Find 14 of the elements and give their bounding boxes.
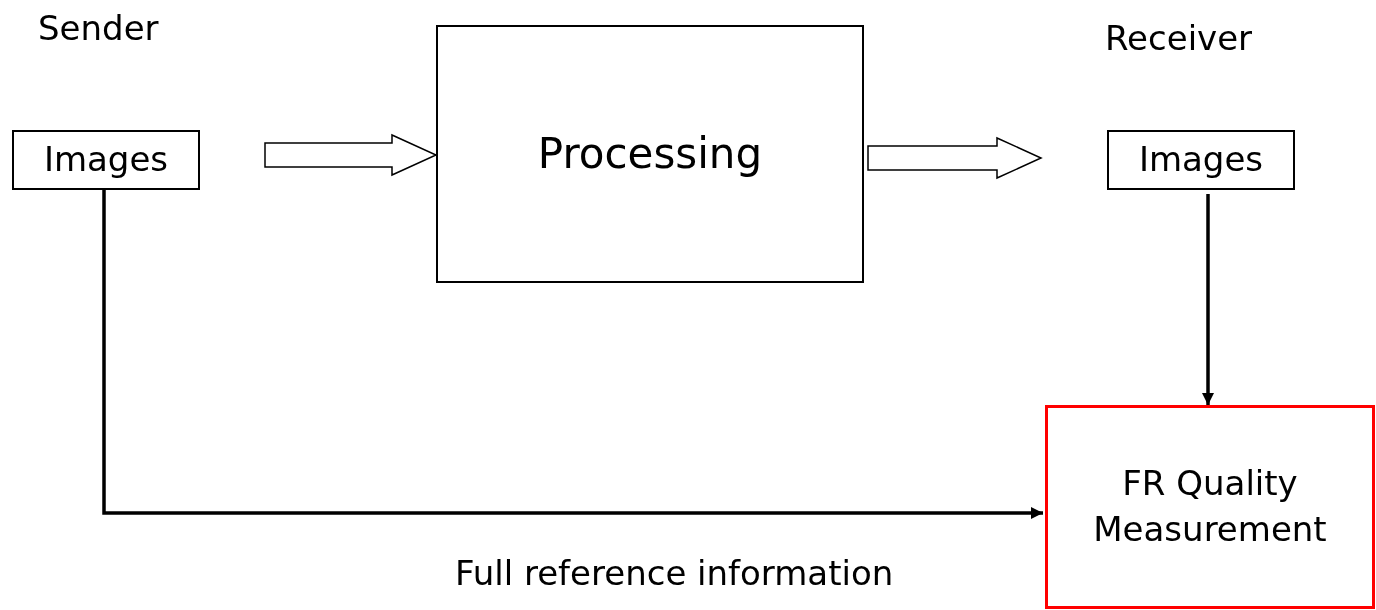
node-caption: Receiver xyxy=(1105,18,1253,58)
node-label: Images xyxy=(43,138,169,182)
process-box xyxy=(1045,405,1375,609)
node-label: Processing xyxy=(537,127,763,180)
node-label: Images xyxy=(1138,138,1264,182)
node-label: FR Quality Measurement xyxy=(1092,462,1328,551)
process-box xyxy=(12,130,200,190)
block-arrow xyxy=(867,136,1043,180)
block-arrow xyxy=(264,133,438,177)
arrow xyxy=(102,190,1043,519)
process-box xyxy=(1107,130,1295,190)
process-box xyxy=(436,25,864,283)
node-caption: Sender xyxy=(38,8,159,48)
arrow xyxy=(1202,194,1214,405)
